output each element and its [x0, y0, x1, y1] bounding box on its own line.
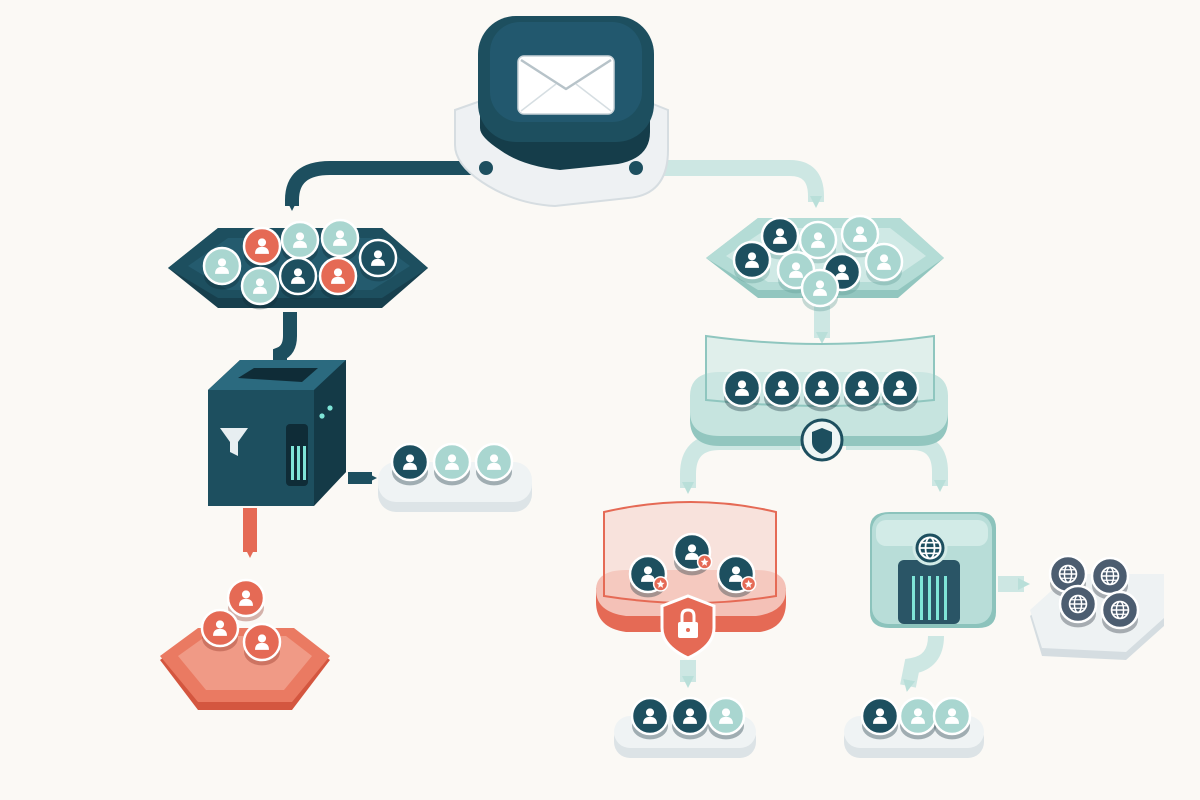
- source-envelope-node: [454, 16, 669, 208]
- flow-source-to-right-pool: [640, 160, 824, 208]
- envelope-icon: [517, 55, 615, 115]
- right-pool-person-token: [732, 240, 772, 284]
- gateway-output-person-token: [860, 696, 900, 740]
- lock-icon: [660, 594, 716, 660]
- flow-screen-to-gateway: [846, 434, 948, 492]
- external-globe-token: [1058, 584, 1098, 628]
- protected-output-person-token: [630, 696, 670, 740]
- protected-person-token: [672, 532, 713, 576]
- left-pool-person-token: [240, 266, 280, 310]
- screened-person-token: [880, 368, 920, 412]
- rejected-person-token: [242, 622, 282, 666]
- person-tokens: [200, 214, 1140, 740]
- flow-left-pool-to-filter: [273, 312, 297, 367]
- protected-person-token: [716, 554, 757, 598]
- external-globe-token: [1048, 554, 1088, 598]
- protected-output-person-token: [706, 696, 746, 740]
- right-pool-person-token: [864, 242, 904, 286]
- filter-box-node: [208, 360, 346, 506]
- shield-icon: [800, 418, 844, 462]
- gateway-output-person-token: [898, 696, 938, 740]
- screened-person-token: [802, 368, 842, 412]
- rejected-person-token: [200, 608, 240, 652]
- gateway-machine-node: [870, 512, 996, 628]
- left-pool-person-token: [318, 256, 358, 300]
- screened-person-token: [842, 368, 882, 412]
- filter-output-person-token: [474, 442, 514, 486]
- rejected-person-token: [226, 578, 266, 622]
- flow-screen-to-protected: [680, 434, 800, 494]
- screened-person-token: [762, 368, 802, 412]
- left-pool-person-token: [202, 246, 242, 290]
- protected-person-token: [628, 554, 669, 598]
- screened-person-token: [722, 368, 762, 412]
- flow-source-to-left-pool: [285, 161, 478, 211]
- left-pool-person-token: [242, 226, 282, 270]
- external-globe-token: [1100, 590, 1140, 634]
- gateway-output-person-token: [932, 696, 972, 740]
- right-pool-person-token: [800, 268, 840, 312]
- filter-output-person-token: [432, 442, 472, 486]
- left-pool-person-token: [358, 238, 398, 282]
- protected-output-person-token: [670, 696, 710, 740]
- left-pool-person-token: [278, 256, 318, 300]
- filter-output-person-token: [390, 442, 430, 486]
- flow-gateway-to-output: [900, 635, 944, 692]
- left-pool-person-token: [320, 218, 360, 262]
- funnel-icon: [220, 428, 248, 456]
- right-pool-person-token: [760, 216, 800, 260]
